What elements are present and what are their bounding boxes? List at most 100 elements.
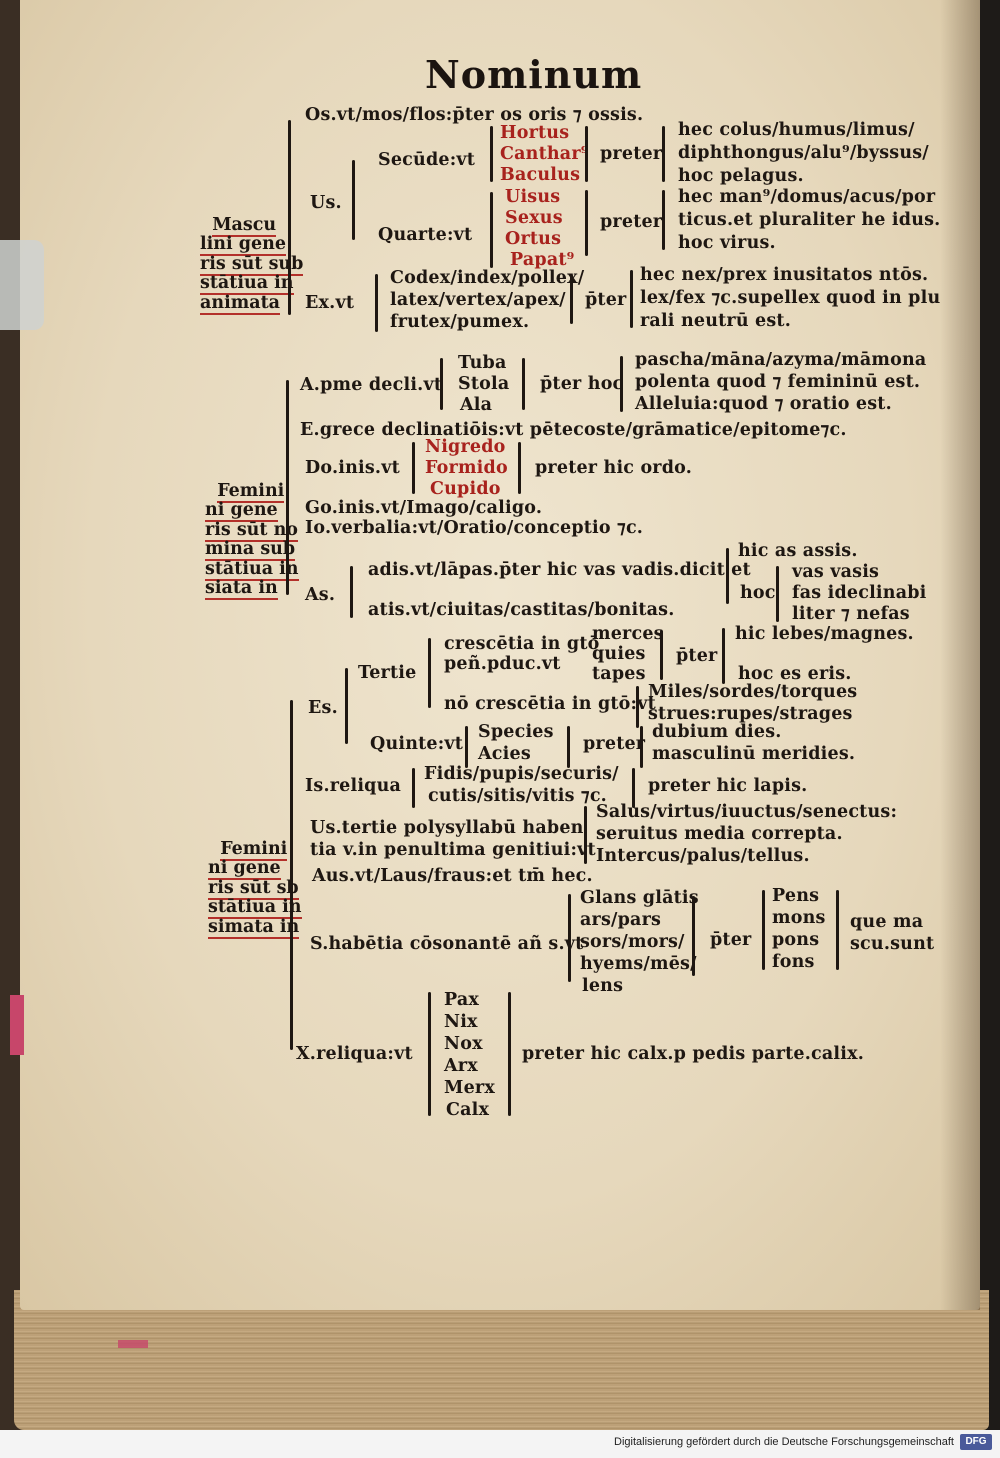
s-brace — [568, 894, 571, 982]
cresc1-word-3: tapes — [592, 664, 646, 684]
sec-exc-3: hoc pelagus. — [678, 166, 804, 186]
quart-word-1: Uisus — [505, 187, 561, 207]
x-word-4: Arx — [444, 1056, 478, 1076]
as-hoc-3: liter ⁊ nefas — [792, 604, 910, 624]
s-exc-3: pons — [772, 930, 820, 950]
s-right-brace — [692, 896, 695, 976]
ex-exc-3: rali neutrū est. — [640, 311, 792, 331]
ex-word-3: frutex/pumex. — [390, 312, 530, 332]
book-cover-edge — [0, 0, 22, 1440]
es-quinte: Quinte:vt — [370, 734, 464, 754]
masc-main-brace — [288, 120, 291, 315]
sec-exc-2: diphthongus/alu⁹/byssus/ — [678, 143, 929, 163]
a-exc-1: pascha/māna/azyma/māmona — [635, 350, 927, 370]
as-line-1: adis.vt/lāpas.p̄ter hic vas vadis.dicit … — [368, 560, 751, 580]
us-brace — [584, 806, 587, 864]
masc-quarte: Quarte:vt — [378, 225, 473, 245]
s-tail-brace — [836, 890, 839, 970]
es-tertie: Tertie — [358, 663, 417, 683]
a-brace — [440, 358, 443, 410]
is-word-1: Fidis/pupis/securis/ — [424, 764, 619, 784]
ex-right-brace — [570, 274, 573, 324]
is-brace — [412, 768, 415, 808]
as-hoc: hoc — [740, 583, 776, 603]
masc-os: Os.vt/mos/flos:p̄ter os oris ⁊ ossis. — [305, 105, 644, 125]
x-word-5: Merx — [444, 1078, 495, 1098]
page-heading: Nominum — [425, 52, 643, 97]
a-exc-3: Alleluia:quod ⁊ oratio est. — [635, 394, 892, 414]
sec-exc-brace — [662, 126, 665, 182]
s-word-5: lens — [582, 976, 624, 996]
quart-exc-3: hoc virus. — [678, 233, 776, 253]
ex-exc-2: lex/fex ⁊c.supellex quod in plu — [640, 288, 941, 308]
as-hoc-2: fas ideclinabi — [792, 583, 927, 603]
us-line-1: Us.tertie polysyllabū haben — [310, 818, 584, 838]
sec-word-2: Canthar⁹ — [500, 144, 589, 164]
sec-exc-1: hec colus/humus/limus/ — [678, 120, 915, 140]
quart-word-2: Sexus — [505, 208, 563, 228]
is-word-2: cutis/sitis/vitis ⁊c. — [428, 786, 607, 806]
ex-exc-brace — [630, 270, 633, 328]
quarte-brace — [490, 192, 493, 268]
x-word-2: Nix — [444, 1012, 478, 1032]
cresc2-brace — [636, 686, 639, 728]
cresc1-exc-2: hoc es eris. — [738, 664, 852, 684]
footer-bar — [0, 1430, 1000, 1458]
a-word-1: Tuba — [458, 353, 507, 373]
do-word-3: Cupido — [430, 479, 501, 499]
cresc1-word-1: merces — [592, 624, 664, 644]
as-exc-brace — [726, 548, 729, 604]
fem-s: S.habētia cōsonantē añ s.vt — [310, 934, 584, 954]
masculine-label: Mascu lini gene ris sūt sub stātiua in a… — [200, 214, 304, 315]
s-word-1: Glans glātis — [580, 888, 699, 908]
quinte-word-2: Acies — [478, 744, 531, 764]
quinte-preter: preter — [583, 734, 646, 754]
us-word-2: seruitus media correpta. — [596, 824, 843, 844]
s-tail-2: scu.sunt — [850, 934, 935, 954]
do-word-1: Nigredo — [425, 437, 506, 457]
s-preter: p̄ter — [710, 930, 752, 950]
quart-right-brace — [585, 190, 588, 256]
quinte-exc-1: dubium dies. — [652, 722, 782, 742]
fem1-main-brace — [286, 380, 289, 595]
quart-word-3: Ortus — [505, 229, 562, 249]
us-line-2: tia v.in penultima genitiui:vt — [310, 840, 596, 860]
as-hoc-1: vas vasis — [792, 562, 880, 582]
s-exc-brace — [762, 890, 765, 970]
quinte-exc-2: masculinū meridies. — [652, 744, 856, 764]
gutter-shadow — [940, 0, 980, 1310]
page-clip — [0, 240, 44, 330]
dfg-logo: DFG — [960, 1434, 992, 1450]
fem-as: As. — [305, 585, 336, 605]
fem2-main-brace — [290, 700, 293, 1050]
bookmark-tab — [10, 995, 24, 1055]
fem-aus: Aus.vt/Laus/fraus:et tm̄ hec. — [312, 866, 593, 886]
quart-exc-brace — [662, 190, 665, 250]
masc-ex: Ex.vt — [305, 293, 355, 313]
cresc1-word-2: quies — [592, 644, 646, 664]
cresc1-right-brace — [660, 630, 663, 680]
quinte-exc-brace — [640, 726, 643, 768]
tertie-exc-brace — [722, 628, 725, 684]
cresc2-word-2: strues:rupes/strages — [648, 704, 853, 724]
feminine-label-2: Femini ni gene ris sūt sb stātiua in sim… — [208, 820, 302, 939]
s-word-4: hyems/mēs/ — [580, 954, 697, 974]
as-line-2: atis.vt/ciuitas/castitas/bonitas. — [368, 600, 675, 620]
x-word-6: Calx — [446, 1100, 490, 1120]
quart-exc-2: ticus.et pluraliter he idus. — [678, 210, 941, 230]
fem-go: Go.inis.vt/Imago/caligo. — [305, 498, 543, 518]
cresc1-line-2: peñ.pduc.vt — [444, 654, 561, 674]
a-exc-2: polenta quod ⁊ femininū est. — [635, 372, 921, 392]
do-word-2: Formido — [425, 458, 508, 478]
page-stack-edge — [14, 1290, 989, 1430]
us-word-3: Intercus/palus/tellus. — [596, 846, 810, 866]
cresc2-word-1: Miles/sordes/torques — [648, 682, 858, 702]
as-brace — [350, 566, 353, 618]
sec-word-3: Baculus — [500, 165, 581, 185]
ex-exc-1: hec nex/prex inusitatos ntōs. — [640, 265, 929, 285]
is-right-brace — [632, 768, 635, 808]
sec-preter: preter — [600, 144, 663, 164]
feminine-label-1: Femini ni gene ris sūt no mina sub stāti… — [205, 462, 299, 600]
a-right-brace — [522, 358, 525, 410]
s-word-2: ars/pars — [580, 910, 662, 930]
